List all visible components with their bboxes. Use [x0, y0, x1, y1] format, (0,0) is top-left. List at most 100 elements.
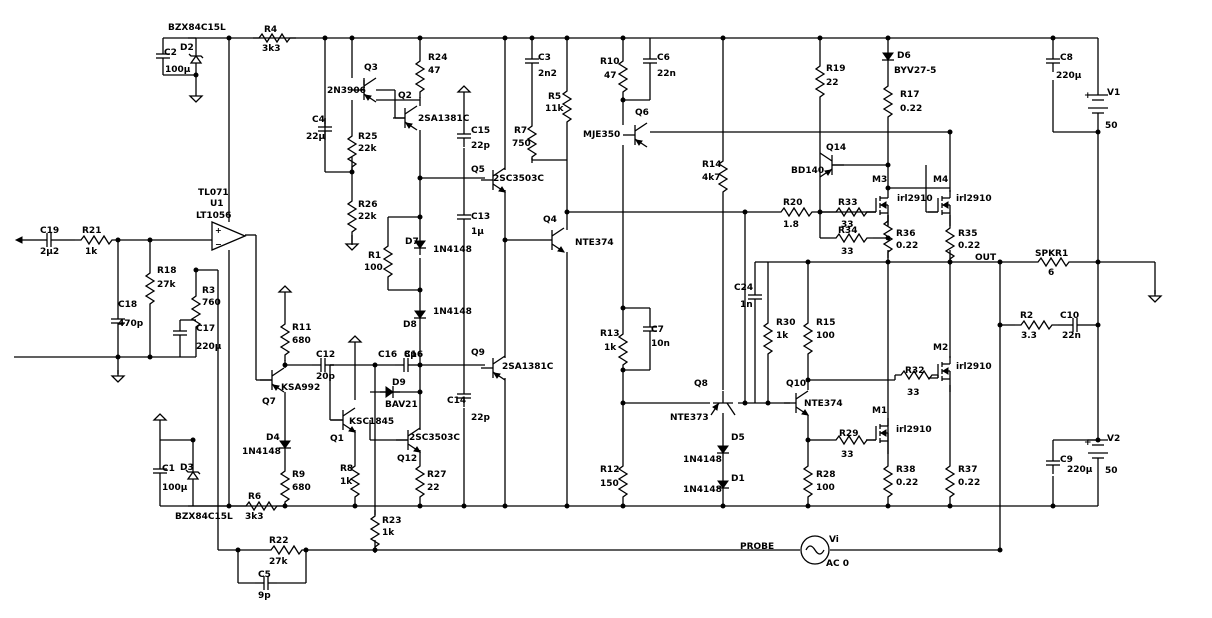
label-c16v: 8p [404, 350, 417, 360]
label-r12v: 150 [600, 479, 619, 489]
label-r6v: 3k3 [245, 512, 264, 522]
label-r15v: 100 [816, 331, 835, 341]
label-r20v: 1.8 [783, 220, 799, 230]
label-r19: R19 [826, 64, 845, 74]
label-m3v: irl2910 [897, 194, 933, 204]
label-c24: C24 [734, 283, 753, 293]
label-r24: R24 [428, 53, 447, 63]
r6-symbol [239, 501, 284, 511]
label-d1v: 1N4148 [683, 485, 722, 495]
r23-symbol [370, 509, 380, 554]
label-out: OUT [975, 253, 997, 263]
label-q1v: KSC1845 [349, 417, 394, 427]
label-d9v: BAV21 [385, 400, 418, 410]
label-r10: R10 [600, 57, 619, 67]
d2-symbol [188, 49, 204, 71]
label-d7v: 1N4148 [433, 245, 472, 255]
c8-symbol [1045, 49, 1061, 73]
r35-symbol [945, 221, 955, 266]
label-r36: R36 [896, 229, 915, 239]
c9-symbol [1045, 451, 1061, 475]
label-c15: C15 [471, 126, 490, 136]
r15-symbol [803, 316, 813, 361]
u1-symbol: + − [211, 221, 247, 251]
label-r24v: 47 [428, 66, 441, 76]
label-d3: D3 [180, 463, 194, 473]
label-q12: Q12 [397, 454, 417, 464]
label-r18: R18 [157, 266, 176, 276]
label-r4v: 3k3 [262, 44, 281, 54]
svg-text:+: + [1084, 91, 1092, 101]
label-d8: D8 [403, 320, 417, 330]
label-r28v: 100 [816, 483, 835, 493]
label-r5v: 11k [545, 104, 565, 114]
label-r15: R15 [816, 318, 835, 328]
r19-symbol [815, 59, 825, 104]
label-r23: R23 [382, 516, 401, 526]
label-r17: R17 [900, 90, 919, 100]
r20-symbol [774, 207, 819, 217]
m3-symbol [865, 189, 889, 227]
label-spkr1: SPKR1 [1035, 249, 1068, 259]
label-c14: C14 [447, 396, 466, 406]
label-q14v: BD140 [791, 166, 824, 176]
label-r9: R9 [292, 470, 305, 480]
label-vi: Vi [829, 535, 839, 545]
r2-symbol [1014, 320, 1059, 330]
label-r5: R5 [548, 92, 561, 102]
label-m4: M4 [933, 175, 948, 185]
spkr1-symbol [1031, 257, 1076, 267]
m1-symbol [865, 417, 889, 455]
r12-symbol [618, 459, 628, 504]
r24-symbol [415, 54, 425, 99]
label-r30v: 1k [776, 331, 789, 341]
v2-symbol: + [1084, 438, 1108, 475]
label-r22v: 27k [269, 557, 289, 567]
r28-symbol [803, 459, 813, 504]
vi-symbol [800, 535, 830, 565]
r22-symbol [264, 545, 309, 555]
label-r11: R11 [292, 323, 311, 333]
label-viv: AC 0 [826, 559, 849, 569]
label-c3: C3 [538, 53, 551, 63]
label-q7: Q7 [262, 397, 276, 407]
c12-symbol [311, 357, 335, 373]
label-m2v: irl2910 [956, 362, 992, 372]
label-d6: D6 [897, 51, 911, 61]
label-r20: R20 [783, 198, 802, 208]
label-d4: D4 [266, 433, 280, 443]
label-d2: D2 [180, 43, 194, 53]
label-c19v: 2µ2 [40, 247, 59, 257]
label-d3v: BZX84C15L [175, 512, 233, 522]
r5-symbol [562, 84, 572, 129]
label-r27v: 22 [427, 483, 440, 493]
label-r33v: 33 [841, 220, 854, 230]
label-r2: R2 [1020, 311, 1033, 321]
m2-symbol [927, 355, 951, 393]
label-r12: R12 [600, 465, 619, 475]
label-d5v: 1N4148 [683, 455, 722, 465]
label-r9v: 680 [292, 483, 311, 493]
label-probe: PROBE [740, 542, 774, 552]
q8-symbol [710, 390, 736, 416]
label-m4v: irl2910 [956, 194, 992, 204]
r9-symbol [280, 464, 290, 509]
label-c8: C8 [1060, 53, 1073, 63]
label-v2v: 50 [1105, 466, 1118, 476]
label-c18v-shown: 470p [118, 319, 144, 329]
q6-symbol [622, 122, 648, 148]
label-c12: C12 [316, 350, 335, 360]
label-r26: R26 [358, 200, 377, 210]
q4-symbol [539, 227, 565, 253]
label-c13v: 1µ [471, 227, 484, 237]
label-u1: U1 [210, 199, 224, 209]
label-r34v: 33 [841, 247, 854, 257]
label-q3v: 2N3906 [327, 86, 366, 96]
label-c2: C2 [164, 48, 177, 58]
label-r37v: 0.22 [958, 478, 980, 488]
label-c5v: 9p [258, 591, 271, 601]
label-r13: R13 [600, 329, 619, 339]
label-r11v: 680 [292, 336, 311, 346]
label-r38: R38 [896, 465, 915, 475]
